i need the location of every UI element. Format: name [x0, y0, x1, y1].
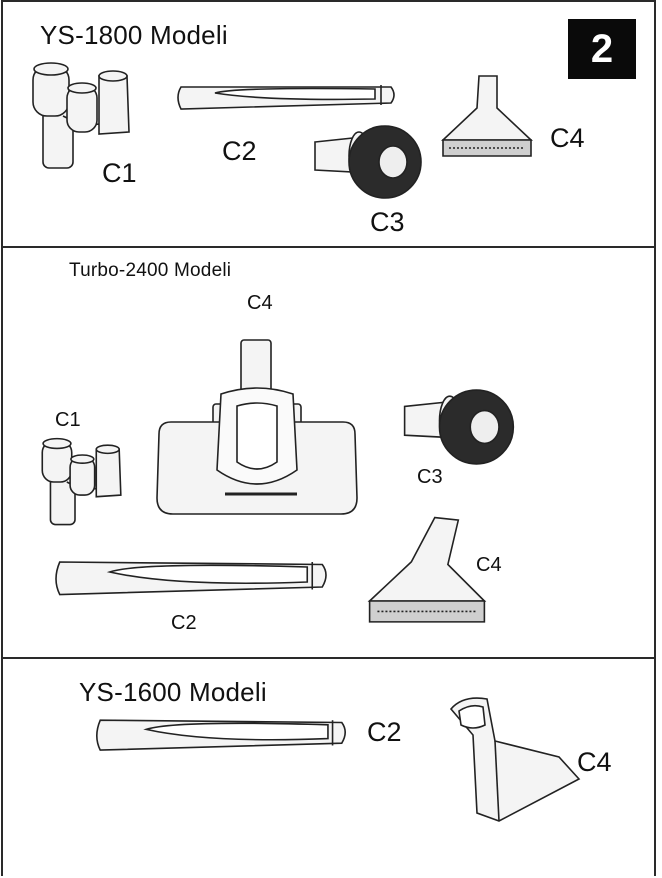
- upholstery-nozzle-icon: [443, 695, 583, 827]
- double-holder-clip-icon: [29, 60, 139, 172]
- part-label-c1: C1: [102, 158, 137, 189]
- crevice-nozzle-icon: [175, 77, 397, 117]
- model-title: YS-1600 Modeli: [79, 677, 267, 708]
- part-label-c4-turbo-b: C4: [476, 554, 502, 577]
- part-label-c4-ys1600: C4: [577, 747, 612, 778]
- part-label-c3: C3: [370, 207, 405, 238]
- crevice-nozzle-icon: [41, 552, 341, 602]
- model-section-ys1800: YS-1800 Modeli 2 C1 C2: [3, 2, 654, 248]
- model-title: YS-1800 Modeli: [40, 20, 228, 51]
- upholstery-nozzle-icon: [441, 74, 533, 160]
- part-label-c1-turbo: C1: [55, 409, 81, 432]
- part-label-c2-turbo: C2: [171, 612, 197, 635]
- round-brush-icon: [399, 388, 521, 468]
- part-label-c4-turbo: C4: [247, 292, 273, 315]
- upholstery-nozzle-icon: [367, 512, 487, 630]
- part-label-c4: C4: [550, 123, 585, 154]
- part-label-c2: C2: [222, 136, 257, 167]
- model-section-ys1600: YS-1600 Modeli C2 C4: [3, 659, 654, 878]
- crevice-nozzle-icon: [83, 711, 359, 757]
- model-title: Turbo-2400 Modeli: [69, 260, 231, 282]
- part-label-c3-turbo: C3: [417, 466, 443, 489]
- turbo-brush-icon: [151, 338, 363, 518]
- page-number-badge: 2: [568, 19, 636, 79]
- model-section-turbo2400: Turbo-2400 Modeli C4 C1: [3, 246, 654, 659]
- round-brush-icon: [313, 124, 425, 202]
- double-holder-clip-icon: [39, 436, 129, 528]
- part-label-c2-ys1600: C2: [367, 717, 402, 748]
